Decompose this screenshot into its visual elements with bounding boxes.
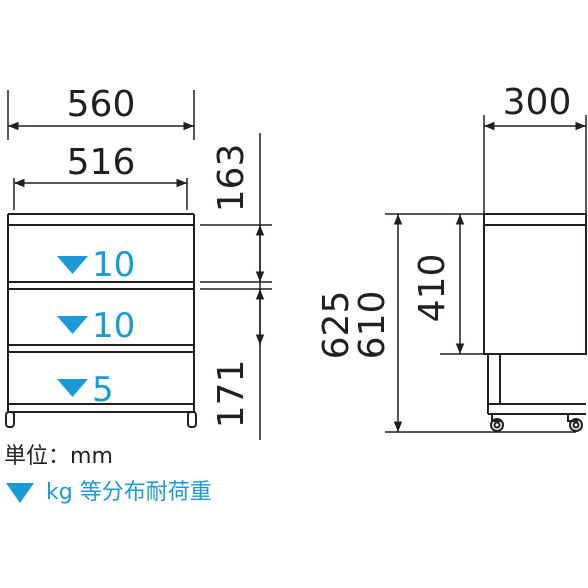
side-right-caster [569,418,583,432]
down-triangle-icon [6,483,34,503]
side-cabinet-body [483,213,587,355]
unit-separator: ： [48,444,71,469]
dim-560-label: 560 [67,84,136,125]
front-right-caster [187,411,197,428]
load-note: kg 等分布耐荷重 [46,480,212,505]
shelf-load-3-label: 5 [92,370,114,410]
dim-171-label: 171 [211,360,252,429]
dim-625-label: 625 [316,291,357,360]
unit-legend: 単位：mm [4,438,113,470]
unit-label: 単位 [4,444,49,469]
shelf-load-2-label: 10 [92,306,135,346]
shelf-load-1-label: 10 [92,245,135,285]
side-view [483,213,587,432]
front-left-caster [5,411,15,428]
dim-163-label: 163 [211,144,252,213]
shelf-load-3: 5 [57,370,114,410]
dim-300-label: 300 [503,82,572,123]
unit-value: mm [70,444,113,469]
dim-410-label: 410 [412,254,453,323]
down-triangle-icon [57,379,88,397]
shelf-load-1: 10 [57,245,135,285]
front-view [5,213,197,428]
side-left-caster [490,418,504,432]
shelf-load-2: 10 [57,306,135,346]
down-triangle-icon [57,316,88,334]
load-legend: kg 等分布耐荷重 [4,474,212,506]
down-triangle-icon [57,256,88,274]
dim-516-label: 516 [67,142,136,183]
dim-610-label: 610 [352,291,393,360]
